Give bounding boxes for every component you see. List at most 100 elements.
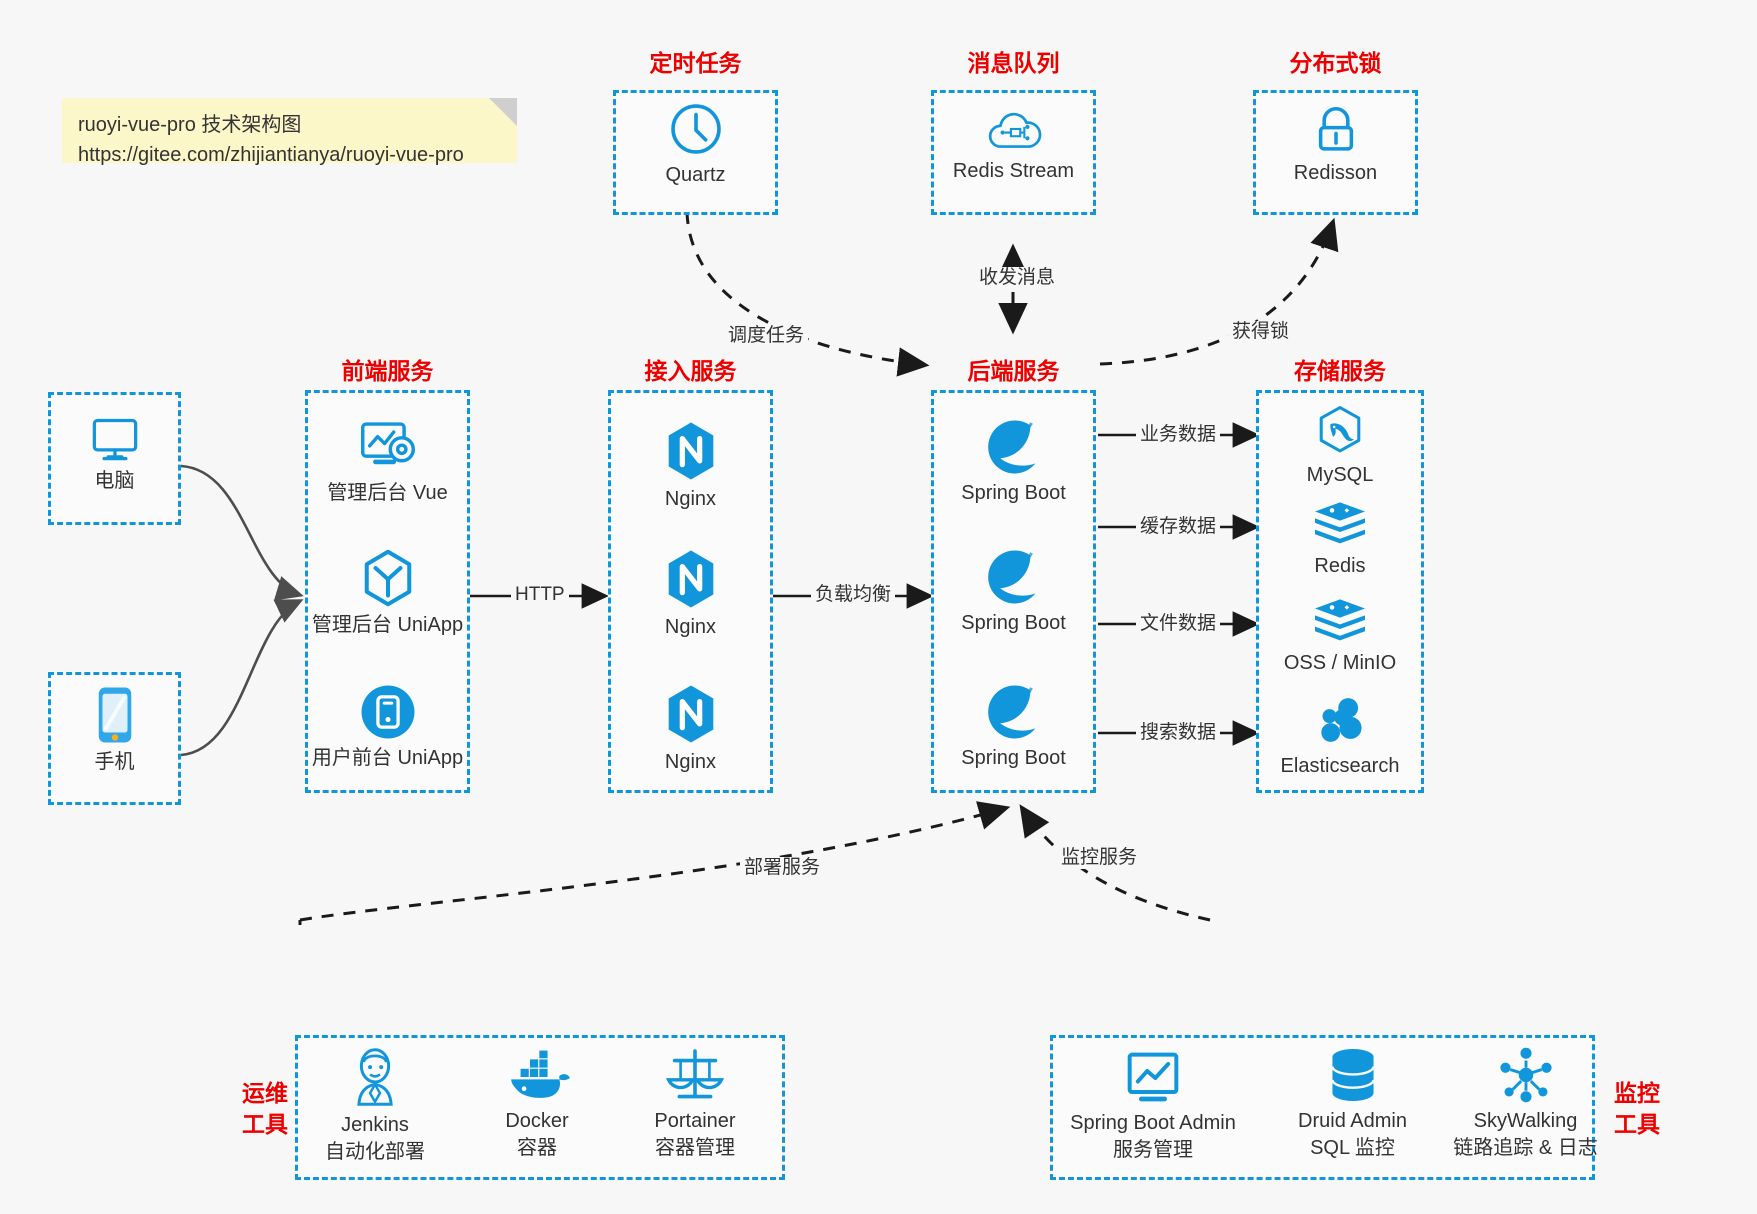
- node-redisson[interactable]: Redisson: [1253, 104, 1418, 186]
- desktop-icon: [92, 418, 137, 461]
- node-elasticsearch[interactable]: Elasticsearch: [1256, 695, 1424, 779]
- dashboard-gear-icon: [360, 422, 415, 465]
- nginx-icon: [668, 550, 713, 608]
- node-admin-vue[interactable]: 管理后台 Vue: [305, 418, 470, 506]
- node-sublabel: 链路追踪 & 日志: [1453, 1137, 1598, 1159]
- node-spring-boot-1[interactable]: Spring Boot: [931, 418, 1096, 506]
- group-box-monitor: [1050, 1035, 1595, 1180]
- node-label: 电脑: [94, 470, 135, 492]
- clock-icon: [670, 104, 721, 154]
- node-docker[interactable]: Docker 容器: [467, 1050, 607, 1162]
- group-title-monitor-line1: 监控: [1614, 1080, 1660, 1106]
- scales-icon: [665, 1049, 725, 1099]
- node-label: Redis Stream: [952, 160, 1075, 182]
- node-skywalking[interactable]: SkyWalking 链路追踪 & 日志: [1438, 1046, 1613, 1162]
- group-box-backend: [931, 390, 1096, 793]
- node-label: Jenkins: [341, 1114, 409, 1136]
- node-label: Quartz: [665, 164, 726, 186]
- group-title-monitor-line2: 工具: [1614, 1111, 1660, 1137]
- node-label: Spring Boot: [961, 612, 1066, 634]
- note-line-2: https://gitee.com/zhijiantianya/ruoyi-vu…: [78, 144, 464, 166]
- group-box-mq: [931, 90, 1096, 215]
- node-oss-minio[interactable]: OSS / MinIO: [1256, 596, 1424, 676]
- node-sublabel: 容器管理: [655, 1137, 735, 1159]
- node-desktop[interactable]: 电脑: [48, 414, 181, 494]
- node-spring-boot-2[interactable]: Spring Boot: [931, 548, 1096, 636]
- skywalking-icon: [1499, 1047, 1552, 1103]
- node-label: 用户前台 UniApp: [311, 747, 464, 769]
- node-jenkins[interactable]: Jenkins 自动化部署: [305, 1046, 445, 1166]
- redis-stack-icon: [1315, 599, 1365, 641]
- database-icon: [1330, 1049, 1375, 1101]
- node-label: Portainer: [654, 1110, 736, 1132]
- node-label: 管理后台 UniApp: [311, 614, 464, 636]
- edge-label-load-balance: 负载均衡: [811, 584, 896, 606]
- edge-label-business-data: 业务数据: [1136, 424, 1221, 446]
- node-label: Docker: [505, 1110, 569, 1132]
- node-label: Nginx: [664, 616, 717, 638]
- node-label: 手机: [94, 751, 135, 773]
- node-label: Spring Boot: [961, 482, 1066, 504]
- edge-label-monitor-service: 监控服务: [1057, 847, 1142, 869]
- jenkins-butler-icon: [357, 1048, 393, 1106]
- redis-stack-icon: [1315, 502, 1365, 544]
- node-portainer[interactable]: Portainer 容器管理: [625, 1046, 765, 1162]
- nginx-icon: [668, 685, 713, 743]
- note-line-1: ruoyi-vue-pro 技术架构图: [78, 114, 302, 136]
- node-spring-boot-3[interactable]: Spring Boot: [931, 683, 1096, 771]
- node-label: Redis: [1314, 555, 1366, 577]
- spring-leaf-icon: [987, 685, 1035, 739]
- node-label: Elasticsearch: [1280, 755, 1400, 777]
- node-sublabel: SQL 监控: [1310, 1137, 1395, 1159]
- group-title-storage: 存储服务: [1294, 358, 1386, 384]
- node-druid-admin[interactable]: Druid Admin SQL 监控: [1270, 1046, 1435, 1162]
- node-spring-boot-admin[interactable]: Spring Boot Admin 服务管理: [1058, 1050, 1248, 1164]
- phone-icon: [98, 687, 131, 743]
- node-redis-stream[interactable]: Redis Stream: [931, 106, 1096, 184]
- lock-icon: [1318, 107, 1353, 151]
- hexagon-uniapp-icon: [364, 549, 411, 607]
- note-fold-icon: [489, 98, 517, 126]
- node-user-uniapp[interactable]: 用户前台 UniApp: [290, 683, 485, 771]
- group-title-mq: 消息队列: [967, 50, 1060, 76]
- group-title-devops-line2: 工具: [242, 1111, 288, 1137]
- mobile-circle-icon: [361, 685, 414, 739]
- node-nginx-2[interactable]: Nginx: [608, 548, 773, 640]
- node-nginx-3[interactable]: Nginx: [608, 683, 773, 775]
- spring-leaf-icon: [987, 550, 1035, 604]
- edge-label-file-data: 文件数据: [1136, 613, 1221, 635]
- edge-label-schedule-task: 调度任务: [724, 325, 809, 347]
- cloud-stream-icon: [988, 112, 1041, 148]
- node-label: Redisson: [1293, 162, 1378, 184]
- edge-label-acquire-lock: 获得锁: [1228, 321, 1294, 343]
- edge-label-send-recv-msg: 收发消息: [975, 267, 1060, 289]
- node-phone[interactable]: 手机: [48, 685, 181, 775]
- node-nginx-1[interactable]: Nginx: [608, 420, 773, 512]
- group-title-devops: 运维 工具: [236, 1078, 294, 1140]
- node-mysql[interactable]: MySQL: [1256, 404, 1424, 488]
- node-quartz[interactable]: Quartz: [613, 100, 778, 188]
- docker-whale-icon: [511, 1050, 570, 1098]
- node-label: Spring Boot: [961, 747, 1066, 769]
- group-box-lock: [1253, 90, 1418, 215]
- group-title-monitor: 监控 工具: [1608, 1078, 1666, 1140]
- mysql-dolphin-icon: [1319, 405, 1361, 453]
- node-redis[interactable]: Redis: [1256, 499, 1424, 579]
- title-note: ruoyi-vue-pro 技术架构图 https://gitee.com/zh…: [62, 98, 517, 166]
- spring-leaf-icon: [987, 420, 1035, 474]
- edge-label-deploy-service: 部署服务: [740, 857, 825, 879]
- node-label: Nginx: [664, 751, 717, 773]
- group-title-frontend: 前端服务: [341, 358, 434, 384]
- node-admin-uniapp[interactable]: 管理后台 UniApp: [290, 548, 485, 638]
- monitor-chart-icon: [1127, 1052, 1179, 1102]
- node-label: 管理后台 Vue: [327, 482, 448, 504]
- elasticsearch-icon: [1321, 698, 1362, 742]
- edge-label-search-data: 搜索数据: [1136, 722, 1221, 744]
- node-sublabel: 自动化部署: [325, 1141, 425, 1163]
- node-sublabel: 服务管理: [1113, 1139, 1193, 1161]
- node-label: Spring Boot Admin: [1070, 1112, 1236, 1134]
- group-title-backend: 后端服务: [967, 358, 1060, 384]
- edge-label-cache-data: 缓存数据: [1136, 516, 1221, 538]
